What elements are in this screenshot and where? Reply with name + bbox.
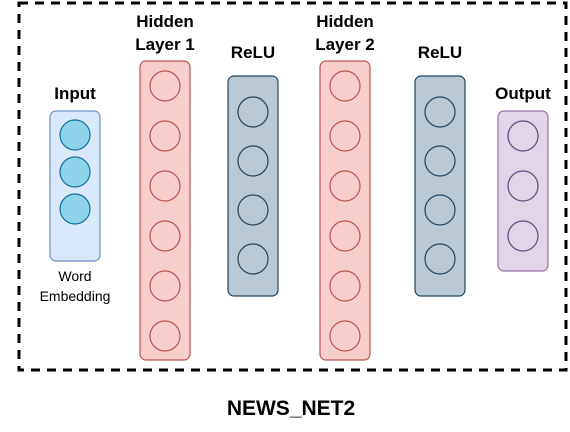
neuron: [329, 320, 361, 352]
layer-relu1: ReLU: [227, 43, 279, 297]
neuron: [329, 70, 361, 102]
layer-title-hidden2: Hidden: [316, 12, 374, 31]
neuron: [237, 145, 269, 177]
layer-title-input: Input: [54, 84, 96, 103]
neuron: [329, 270, 361, 302]
neuron: [507, 170, 539, 202]
neuron: [507, 220, 539, 252]
neuron: [149, 170, 181, 202]
layer-box-hidden2: [319, 60, 371, 361]
neuron: [59, 119, 91, 151]
neuron: [237, 194, 269, 226]
layer-title-output: Output: [495, 84, 551, 103]
layer-caption-input: Embedding: [40, 288, 111, 304]
neuron: [424, 243, 456, 275]
layer-box-relu1: [227, 75, 279, 297]
neuron: [149, 320, 181, 352]
neuron: [507, 120, 539, 152]
neuron: [424, 194, 456, 226]
network-boundary: [17, 1, 568, 372]
neuron: [149, 220, 181, 252]
layer-box-hidden1: [139, 60, 191, 361]
neuron: [149, 270, 181, 302]
layer-title-relu2: ReLU: [418, 43, 462, 62]
layer-box-relu2: [414, 75, 466, 297]
layer-output: Output: [495, 84, 551, 272]
layer-title-hidden1: Hidden: [136, 12, 194, 31]
neuron: [59, 193, 91, 225]
layer-title-relu1: ReLU: [231, 43, 275, 62]
neuron: [149, 70, 181, 102]
neuron: [149, 120, 181, 152]
neuron: [329, 120, 361, 152]
layer-title-hidden1: Layer 1: [135, 35, 195, 54]
neuron: [329, 220, 361, 252]
neuron: [424, 145, 456, 177]
neuron: [329, 170, 361, 202]
neuron: [237, 96, 269, 128]
neuron: [237, 243, 269, 275]
layer-caption-input: Word: [58, 268, 91, 284]
neuron: [424, 96, 456, 128]
neuron: [59, 156, 91, 188]
layer-relu2: ReLU: [414, 43, 466, 297]
layer-title-hidden2: Layer 2: [315, 35, 375, 54]
network-title: NEWS_NET2: [227, 397, 355, 420]
